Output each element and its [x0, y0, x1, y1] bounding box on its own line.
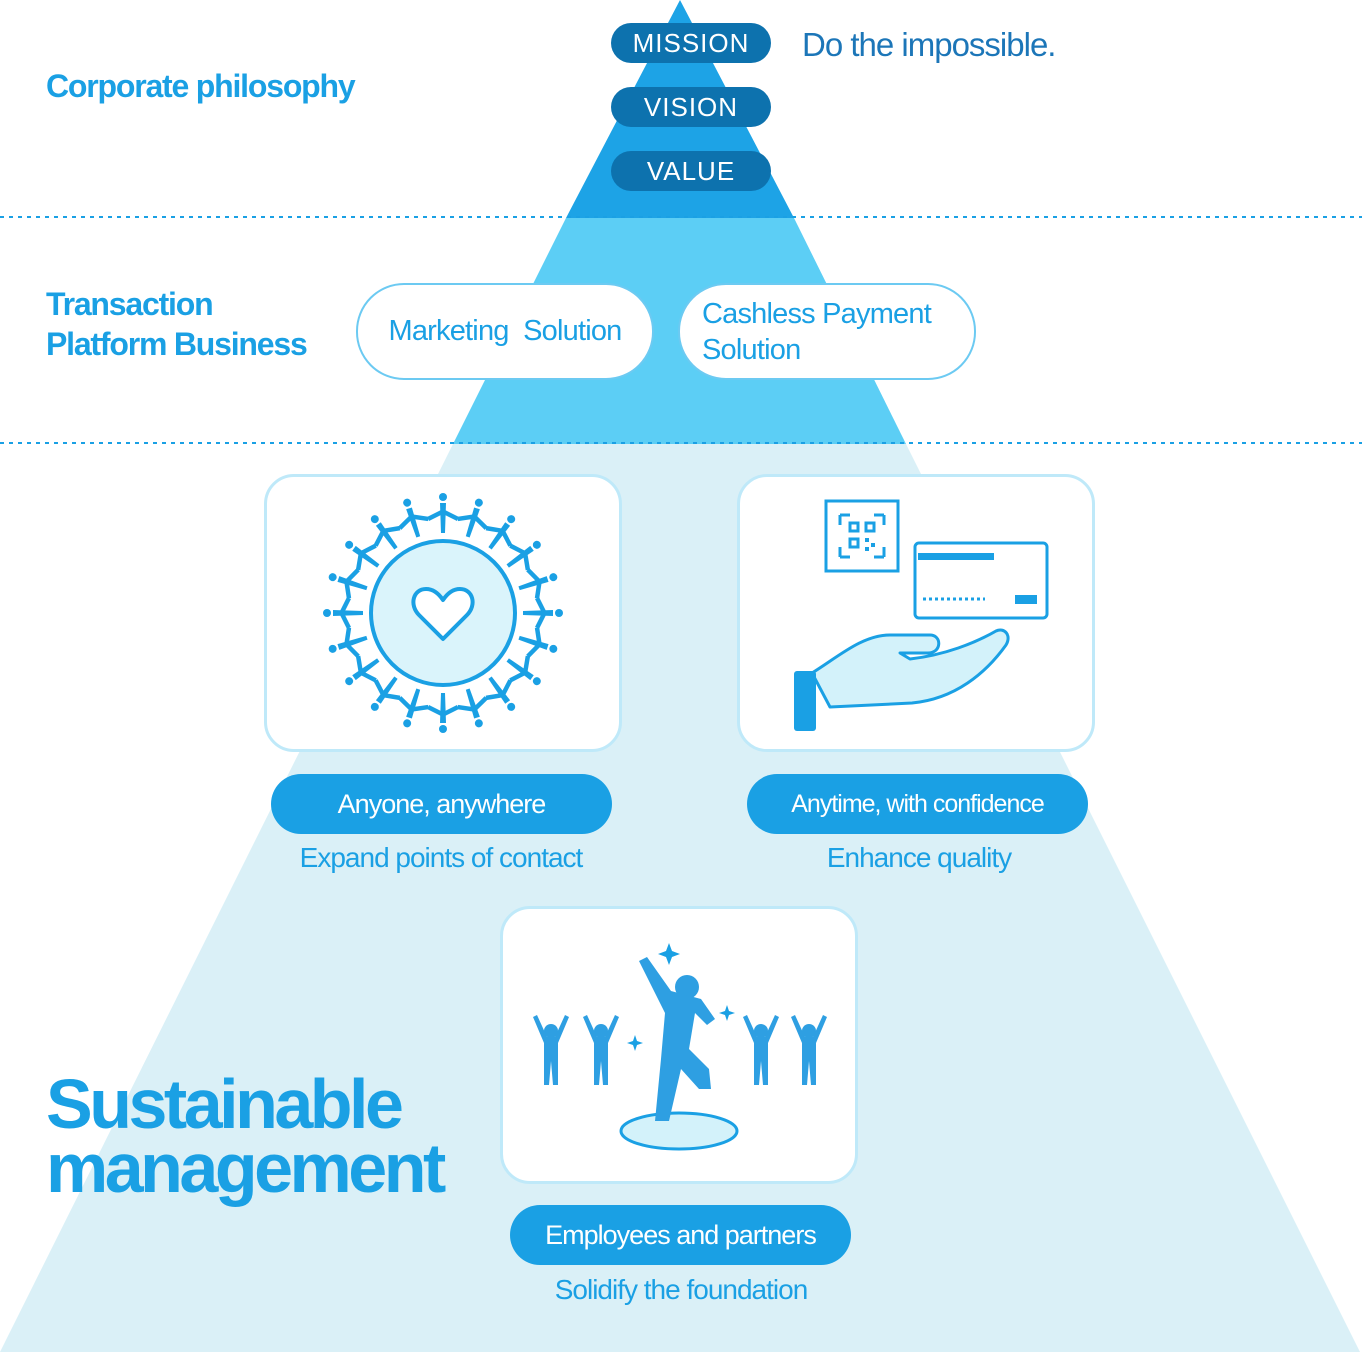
- vision-pill: VISION: [611, 87, 771, 127]
- transaction-platform-label-line1: Transaction: [46, 286, 214, 322]
- marketing-solution-pill: Marketing Solution: [356, 283, 654, 380]
- mission-statement: Do the impossible.: [802, 26, 1056, 63]
- anyone-anywhere-card: [264, 474, 622, 752]
- cheering-people-icon: [533, 943, 827, 1151]
- transaction-platform-label-line2: Platform Business: [46, 326, 308, 362]
- sustainable-label-line2: management: [46, 1129, 446, 1207]
- sustainable-management-label: Sustainable management: [46, 1065, 446, 1207]
- qr-card-hand-icon: [794, 499, 1049, 731]
- corporate-philosophy-label: Corporate philosophy: [46, 68, 356, 104]
- people-circle-heart-icon: [323, 493, 563, 733]
- transaction-platform-label: Transaction Platform Business: [46, 284, 308, 364]
- anytime-confidence-pill: Anytime, with confidence: [747, 774, 1088, 834]
- employees-partners-card: [500, 906, 858, 1184]
- sustainable-label-line1: Sustainable: [46, 1065, 404, 1143]
- employees-partners-pill: Employees and partners: [510, 1205, 851, 1265]
- anytime-confidence-card: [737, 474, 1095, 752]
- value-pill: VALUE: [611, 151, 771, 191]
- expand-points-text: Expand points of contact: [299, 842, 584, 873]
- cashless-payment-line2: Solution: [702, 333, 801, 366]
- solidify-foundation-text: Solidify the foundation: [554, 1274, 809, 1305]
- anyone-anywhere-pill: Anyone, anywhere: [271, 774, 612, 834]
- enhance-quality-text: Enhance quality: [826, 842, 1012, 873]
- mission-pill: MISSION: [611, 23, 771, 63]
- cashless-payment-line1: Cashless Payment: [702, 297, 932, 330]
- cashless-payment-pill: Cashless Payment Solution: [678, 283, 976, 380]
